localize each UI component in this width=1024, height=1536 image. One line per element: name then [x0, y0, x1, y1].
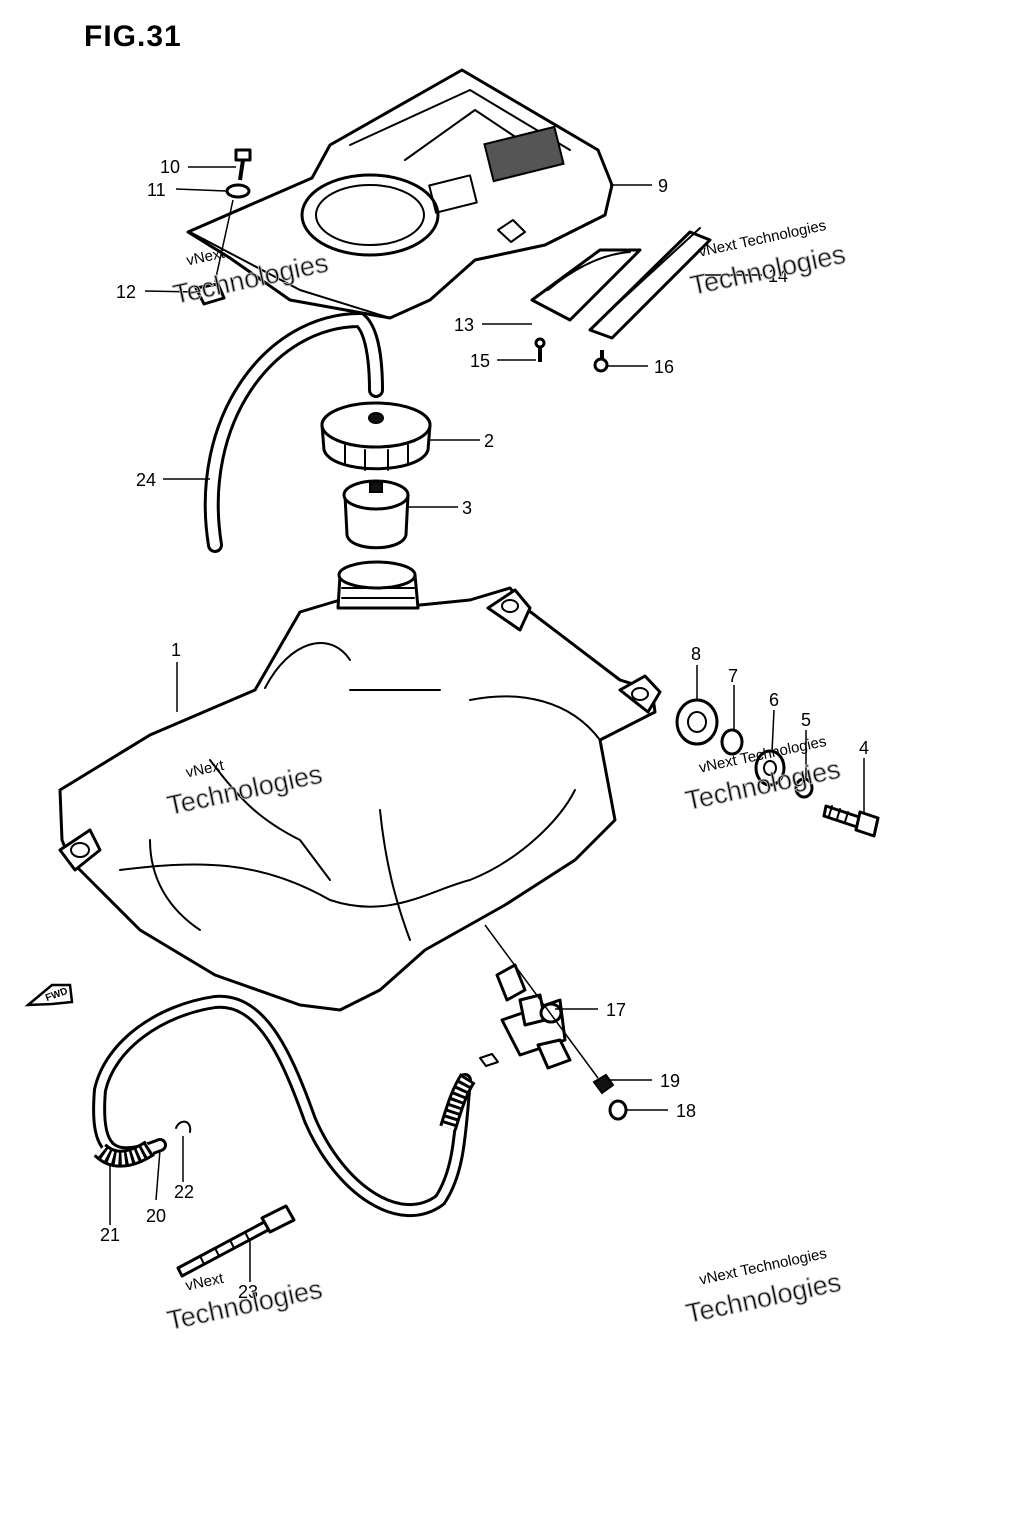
callout-16: 16 [654, 357, 674, 377]
watermark-2: vNext Technologies Technologies [687, 217, 848, 301]
callout-15: 15 [470, 351, 490, 371]
washer-11-part [225, 183, 251, 199]
screw-16-part [593, 350, 609, 373]
svg-text:vNext: vNext [185, 245, 227, 270]
callout-3: 3 [462, 498, 472, 518]
fuel-cap-2-part [320, 401, 432, 471]
tank-cover-part [186, 68, 614, 320]
screw-18-part [608, 1099, 628, 1121]
washer-6-part [754, 749, 786, 787]
callout-20: 20 [146, 1206, 166, 1226]
fuel-tank-1-part [58, 560, 662, 1012]
fuel-cock-17-part [495, 963, 572, 1070]
callout-14: 14 [768, 266, 788, 286]
leader-lines [109, 166, 865, 1282]
tie-23-part [176, 1204, 296, 1278]
callout-5: 5 [801, 710, 811, 730]
callout-13: 13 [454, 315, 474, 335]
callout-1: 1 [171, 640, 181, 660]
washer-5-part [794, 777, 814, 799]
callout-8: 8 [691, 644, 701, 664]
callout-6: 6 [769, 690, 779, 710]
callout-23: 23 [238, 1282, 258, 1302]
callout-17: 17 [606, 1000, 626, 1020]
callout-21: 21 [100, 1225, 120, 1245]
grommet-8-part [675, 698, 719, 746]
callout-9: 9 [658, 176, 668, 196]
screw-10-part [234, 148, 252, 181]
bracket-14-part [588, 227, 712, 340]
callout-numbers: 10 11 12 9 13 14 15 16 2 3 24 1 8 7 6 5 … [100, 157, 869, 1302]
svg-text:vNext: vNext [184, 1270, 226, 1295]
breather-hose-24-part [203, 311, 384, 553]
hose-protector-21-part [93, 1073, 476, 1168]
clamp-22-part [175, 1120, 192, 1133]
callout-18: 18 [676, 1101, 696, 1121]
callout-19: 19 [660, 1071, 680, 1091]
collar-7-part [720, 728, 744, 756]
watermark-6: vNext Technologies Technologies [683, 1245, 844, 1329]
callout-4: 4 [859, 738, 869, 758]
nut-12-part [194, 282, 226, 306]
clip-fuel-cock-part [479, 1053, 499, 1067]
callout-22: 22 [174, 1182, 194, 1202]
fuel-hose-20-part [92, 994, 472, 1217]
figure-title: FIG.31 [84, 20, 182, 53]
fwd-arrow-icon: FWD [24, 983, 74, 1007]
washer-19-part [592, 1073, 615, 1095]
callout-7: 7 [728, 666, 738, 686]
callout-24: 24 [136, 470, 156, 490]
callout-10: 10 [160, 157, 180, 177]
fuel-filter-3-part [342, 479, 410, 550]
screw-15-part [534, 337, 546, 362]
bracket-13-part [530, 248, 642, 322]
callout-12: 12 [116, 282, 136, 302]
callout-2: 2 [484, 431, 494, 451]
bolt-4-part [822, 804, 880, 838]
callout-11: 11 [147, 180, 166, 200]
